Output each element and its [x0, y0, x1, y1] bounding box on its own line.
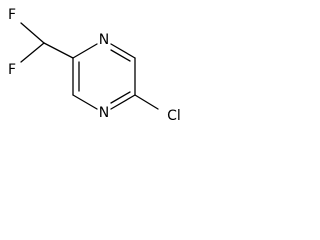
fluorine-top-label: F	[8, 7, 16, 23]
bond-n3-c4-inner	[110, 49, 131, 62]
bond-c5-c6-inner	[110, 91, 131, 104]
bond-n3-c4	[110, 43, 136, 59]
bond-c-cl	[134, 94, 159, 110]
bond-c2-n3	[72, 43, 98, 59]
bond-cf-bottom	[20, 42, 45, 63]
chlorine-label: Cl	[167, 108, 181, 124]
bond-cf-top	[20, 22, 45, 44]
bond-c6-n1	[72, 94, 98, 110]
fluorine-bottom-label: F	[8, 62, 16, 78]
nitrogen-top-label: N	[99, 32, 109, 48]
bond-c5-c6	[110, 94, 136, 110]
molecule-structure: F F N N Cl	[8, 7, 181, 124]
bond-chf2-ring	[43, 42, 74, 59]
nitrogen-bottom-label: N	[99, 105, 109, 121]
